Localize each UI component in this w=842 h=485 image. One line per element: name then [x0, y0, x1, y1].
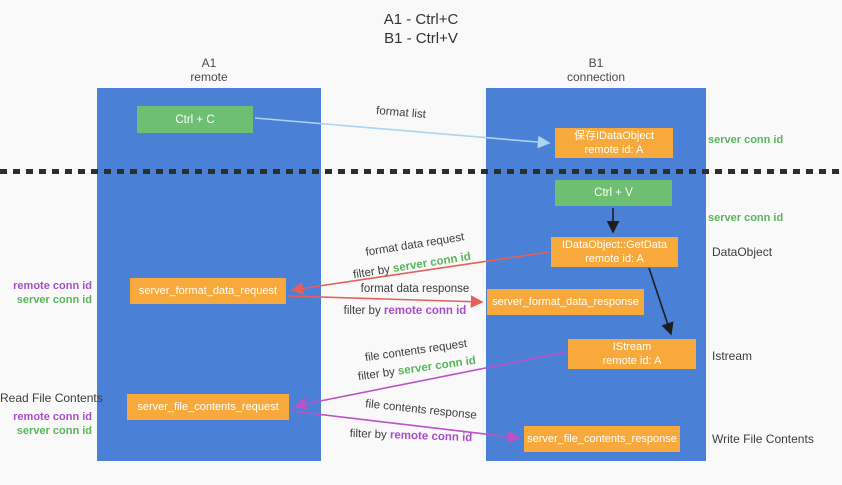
- format-list-label: format list: [375, 105, 427, 121]
- filter-by-id-3: server conn id: [397, 354, 477, 378]
- session-divider-dotted-line: [0, 169, 842, 174]
- filter-by-id-2: remote conn id: [383, 305, 467, 317]
- title-line-2: B1 - Ctrl+V: [384, 30, 458, 47]
- column-a-name: A1: [201, 56, 217, 70]
- format-data-response-label: format data response: [360, 283, 470, 295]
- getdata-line2: remote id: A: [585, 253, 644, 265]
- server-file-contents-response-box: server_file_contents_response: [524, 426, 680, 452]
- server-conn-id-label-left1: server conn id: [16, 294, 92, 306]
- filter-by-prefix-2: filter by: [343, 305, 384, 317]
- column-header-a1: A1 remote: [149, 56, 269, 84]
- remote-conn-id-label-left2: remote conn id: [13, 411, 92, 423]
- ctrl-v-button: Ctrl + V: [555, 180, 672, 206]
- filter-by-remote-conn-id-label-1: filter by remote conn id: [330, 305, 480, 317]
- istream-box: IStream remote id: A: [568, 339, 696, 369]
- diagram-title: A1 - Ctrl+C B1 - Ctrl+V: [0, 10, 842, 48]
- filter-by-id-1: server conn id: [392, 250, 472, 275]
- file-contents-response-label: file contents response: [364, 398, 478, 422]
- save-idataobject-line2: remote id: A: [584, 144, 644, 156]
- title-line-1: A1 - Ctrl+C: [383, 11, 459, 28]
- istream-line1: IStream: [612, 341, 652, 353]
- column-b-subtitle: connection: [566, 70, 626, 84]
- server-conn-id-label-top: server conn id: [708, 134, 784, 146]
- filter-by-prefix-3: filter by: [357, 365, 399, 384]
- read-file-contents-label: Read File Contents: [0, 391, 103, 405]
- save-idataobject-line1: 保存IDataObject: [573, 130, 655, 142]
- save-idataobject-box: 保存IDataObject remote id: A: [555, 128, 673, 158]
- filter-by-prefix-4: filter by: [349, 427, 391, 442]
- ctrl-c-button: Ctrl + C: [137, 106, 253, 133]
- filter-by-id-4: remote conn id: [389, 429, 473, 445]
- dataobject-label: DataObject: [712, 245, 773, 259]
- column-header-b1: B1 connection: [536, 56, 656, 84]
- column-a-subtitle: remote: [190, 70, 228, 84]
- server-conn-id-label-left2: server conn id: [16, 425, 92, 437]
- server-conn-id-label-mid: server conn id: [708, 212, 784, 224]
- remote-conn-id-label-left1: remote conn id: [13, 280, 92, 292]
- istream-line2: remote id: A: [602, 355, 662, 367]
- idataobject-getdata-box: IDataObject::GetData remote id: A: [551, 237, 678, 267]
- istream-label: Istream: [712, 349, 753, 363]
- write-file-contents-label: Write File Contents: [712, 432, 814, 446]
- column-b-name: B1: [588, 56, 604, 70]
- filter-by-prefix-1: filter by: [352, 263, 394, 282]
- getdata-line1: IDataObject::GetData: [561, 239, 668, 251]
- filter-by-remote-conn-id-label-2: filter by remote conn id: [336, 427, 486, 444]
- server-format-data-response-box: server_format_data_response: [487, 289, 644, 315]
- server-format-data-request-box: server_format_data_request: [130, 278, 286, 304]
- server-file-contents-request-box: server_file_contents_request: [127, 394, 289, 420]
